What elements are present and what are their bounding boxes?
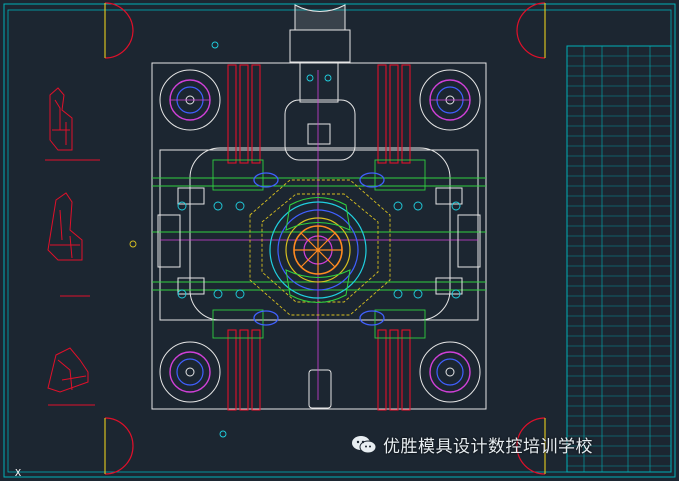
bolt-marks <box>129 41 461 438</box>
drawing-frame <box>3 3 676 478</box>
wechat-icon <box>352 435 377 453</box>
watermark-text: 优胜模具设计数控培训学校 <box>383 437 593 457</box>
watermark: 优胜模具设计数控培训学校 <box>351 432 593 457</box>
title-block <box>566 45 672 473</box>
lifters <box>253 172 385 326</box>
center-lines <box>160 70 478 400</box>
cursor-label: X <box>15 468 22 479</box>
side-sliders <box>157 187 481 295</box>
cavity-center <box>269 197 367 303</box>
mold-base <box>151 4 487 410</box>
corner-arcs <box>104 2 546 475</box>
ejector-rods <box>227 64 411 411</box>
side-sketches <box>45 87 100 406</box>
slider-outline <box>249 179 391 316</box>
